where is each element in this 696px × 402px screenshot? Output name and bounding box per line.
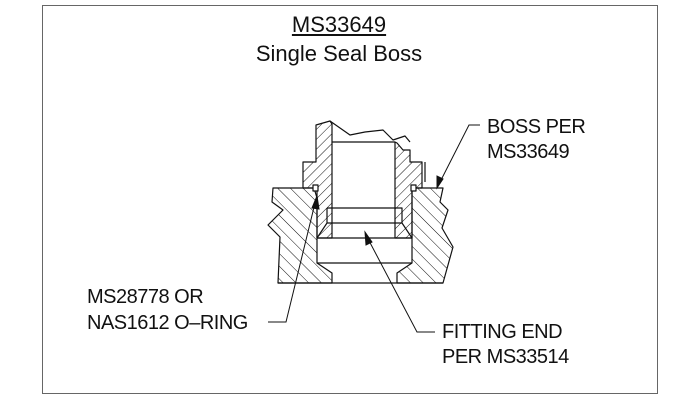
- oring-right: [410, 184, 417, 192]
- boss-leader: [437, 124, 480, 187]
- oring-left: [312, 184, 319, 192]
- boss-arrow: [436, 175, 444, 190]
- oring-leader: [268, 198, 317, 323]
- oring-label-line1: MS28778 OR: [87, 286, 204, 308]
- fitting-arrow: [364, 230, 373, 246]
- fitting-top-break: [329, 120, 411, 143]
- drawing-border: [42, 5, 658, 394]
- oring-arrow: [311, 194, 320, 210]
- boss-label-line1: BOSS PER: [487, 116, 586, 138]
- fitting-end-face: [316, 207, 413, 264]
- drawing-title: MS33649: [291, 12, 387, 37]
- fitting-left-wall: [302, 120, 333, 239]
- fitting-label-line2: PER MS33514: [442, 346, 569, 368]
- boss-right-section: [396, 187, 454, 284]
- fitting-label-line1: FITTING END: [442, 321, 563, 343]
- fitting-leader: [365, 234, 435, 333]
- oring-label-line2: NAS1612 O–RING: [87, 312, 248, 334]
- boss-label-line2: MS33649: [487, 141, 570, 163]
- drawing-subtitle: Single Seal Boss: [255, 41, 423, 66]
